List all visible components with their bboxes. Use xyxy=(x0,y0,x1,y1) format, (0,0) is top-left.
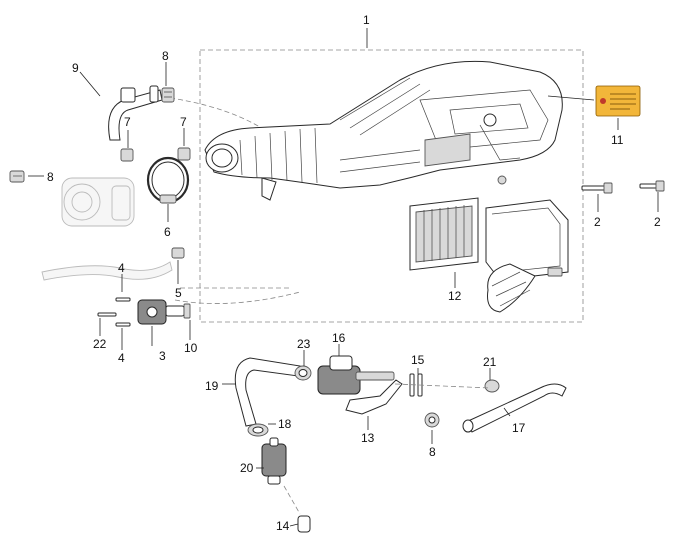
callout-8-bottom: 8 xyxy=(429,445,436,459)
bolt-left xyxy=(581,182,613,194)
leader-lines xyxy=(28,28,659,527)
callout-10: 10 xyxy=(184,341,198,355)
clamp-clip-left xyxy=(120,148,134,162)
filter-element xyxy=(409,197,569,313)
callout-2-left: 2 xyxy=(594,215,601,229)
valve-body xyxy=(137,299,191,325)
hose-clamp-small xyxy=(294,365,312,381)
callout-19: 19 xyxy=(205,379,219,393)
callout-1: 1 xyxy=(363,13,370,27)
hose-clip-left xyxy=(9,170,25,183)
callout-22: 22 xyxy=(93,337,107,351)
callout-5: 5 xyxy=(175,286,182,300)
callout-4-top: 4 xyxy=(118,261,125,275)
callout-9: 9 xyxy=(72,61,79,75)
mount-bracket xyxy=(345,379,403,415)
routing-line-e xyxy=(394,383,491,389)
solenoid-valve xyxy=(317,355,395,395)
screws-small xyxy=(97,297,131,327)
vapor-hose xyxy=(234,357,301,427)
filter-clamp xyxy=(247,423,269,437)
callout-7-right: 7 xyxy=(180,115,187,129)
assembly-boundary xyxy=(199,49,584,323)
routing-line-c xyxy=(174,291,301,304)
bolt-right xyxy=(639,180,665,192)
callout-21: 21 xyxy=(483,355,497,369)
callout-16: 16 xyxy=(332,331,346,345)
routing-line-d xyxy=(283,485,301,515)
warning-label xyxy=(595,85,641,117)
callout-7-left: 7 xyxy=(124,115,131,129)
air-filter-housing xyxy=(204,60,563,201)
callout-20: 20 xyxy=(240,461,254,475)
return-hose xyxy=(462,383,567,433)
callout-17: 17 xyxy=(512,421,526,435)
callout-8-left: 8 xyxy=(47,170,54,184)
callout-15: 15 xyxy=(411,353,425,367)
hose-clip-bottom xyxy=(424,412,440,428)
ghost-hose xyxy=(41,261,173,281)
hose-clamp xyxy=(146,156,190,204)
inline-filter xyxy=(261,437,287,485)
callout-23: 23 xyxy=(297,337,311,351)
callout-2-right: 2 xyxy=(654,215,661,229)
callout-3: 3 xyxy=(159,349,166,363)
callout-4-bottom: 4 xyxy=(118,351,125,365)
callout-12: 12 xyxy=(448,289,462,303)
callout-8-top: 8 xyxy=(162,49,169,63)
callout-14: 14 xyxy=(276,519,290,533)
callout-13: 13 xyxy=(361,431,375,445)
hose-clip-right xyxy=(484,379,500,393)
callout-18: 18 xyxy=(278,417,292,431)
callout-11: 11 xyxy=(611,133,624,147)
clamp-clip-right xyxy=(177,147,191,161)
callout-6: 6 xyxy=(164,225,171,239)
ghost-throttle-body xyxy=(61,177,135,227)
breather-hose xyxy=(108,85,163,141)
hose-clip-top xyxy=(161,87,175,103)
drain-plug xyxy=(297,515,311,533)
small-clip xyxy=(171,247,185,259)
